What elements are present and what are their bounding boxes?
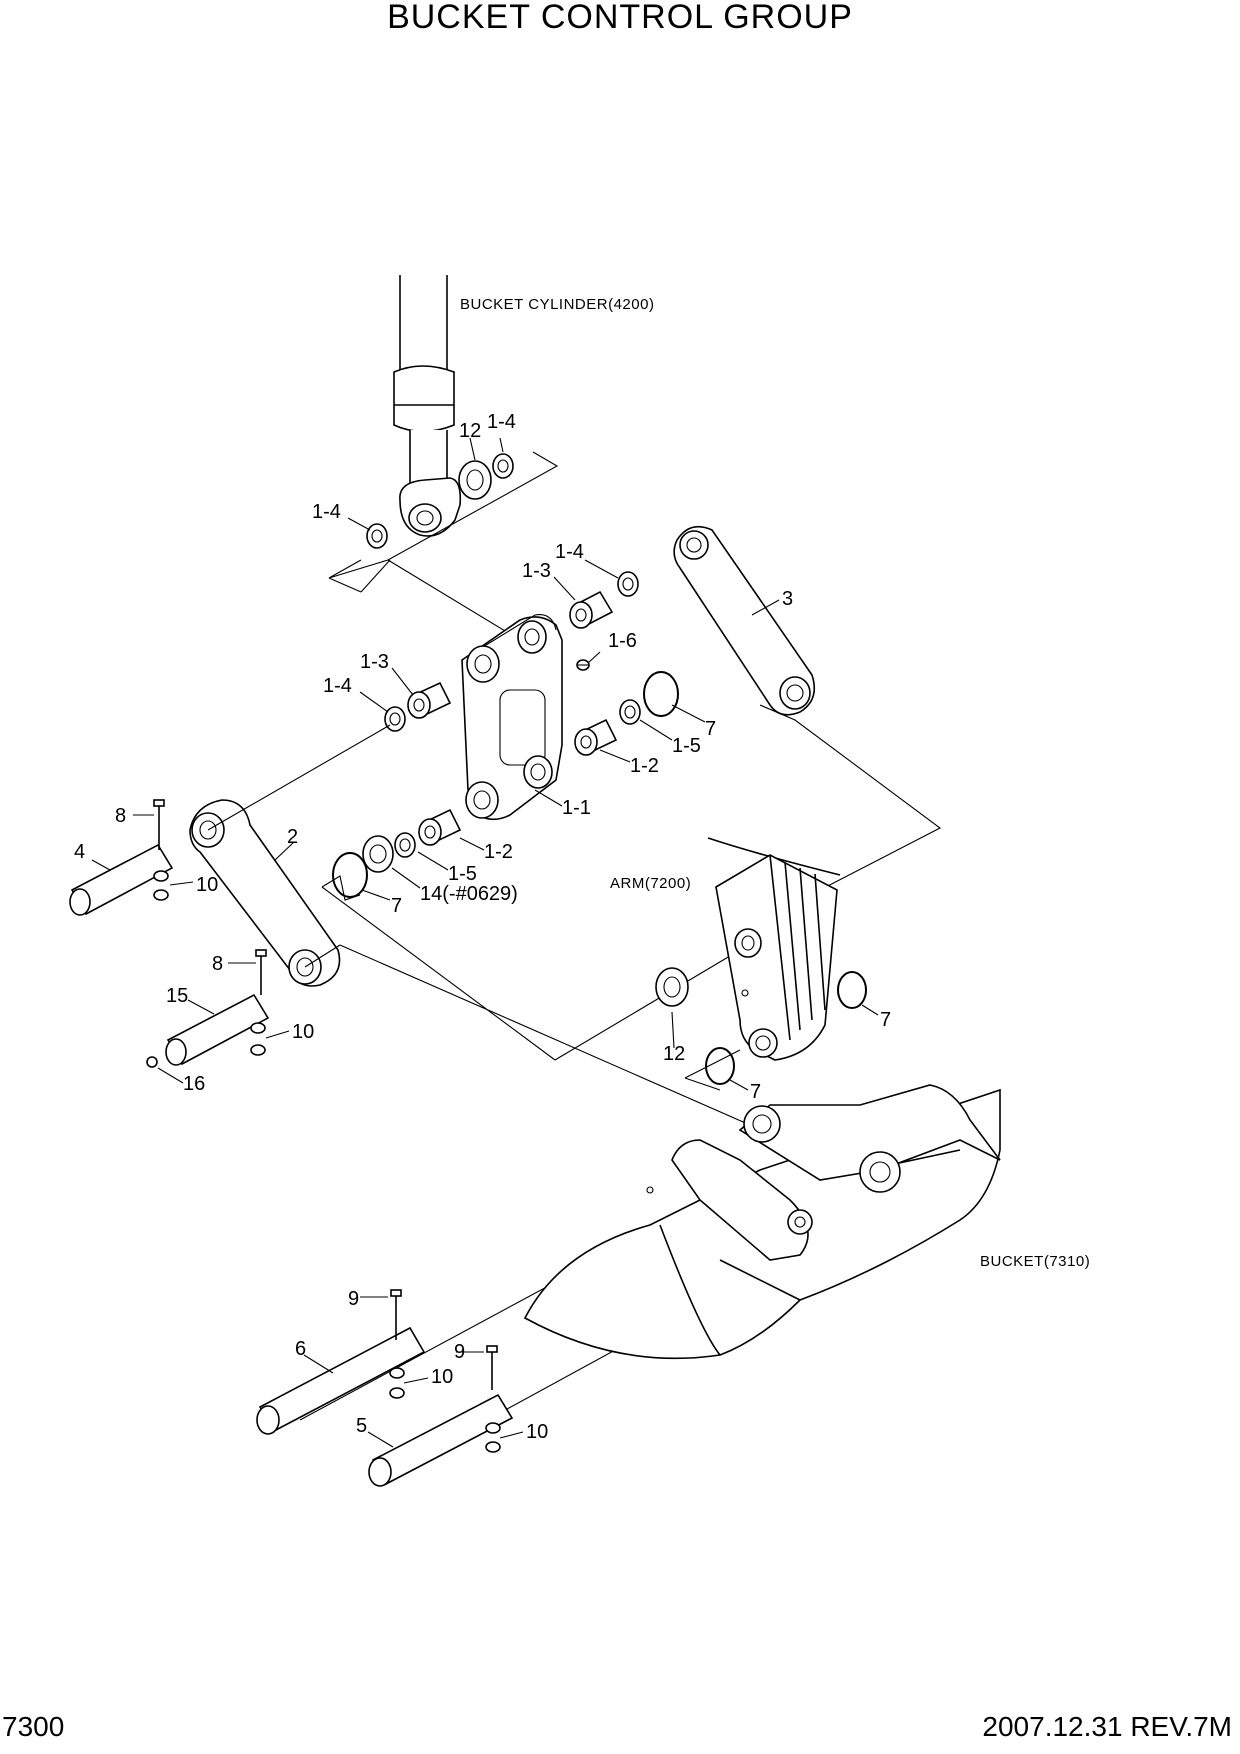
part-6-pin [256, 1326, 426, 1435]
part-16-grease-fitting [146, 1056, 158, 1068]
callout-1-1: 1-1 [562, 797, 591, 819]
ref-bucket: BUCKET(7310) [980, 1253, 1090, 1270]
part-15-pin [165, 993, 270, 1066]
callout-labels: 12 1-4 1-4 1-4 1-3 1-6 3 1-3 1-4 7 1-5 1… [74, 411, 891, 1443]
callout-1-3-left: 1-3 [360, 651, 389, 673]
part-1-4-ring-left2 [384, 706, 406, 732]
callout-12-arm: 12 [663, 1043, 685, 1065]
ref-arm: ARM(7200) [610, 875, 691, 892]
callout-8-top: 8 [115, 805, 126, 827]
part-1-5-ring-right [619, 699, 641, 725]
callout-1-4-mid: 1-4 [555, 541, 584, 563]
callout-1-4-left: 1-4 [312, 501, 341, 523]
part-1-6-grease-fitting [576, 659, 590, 671]
callout-7-arm-bottom: 7 [750, 1081, 761, 1103]
bucket [523, 1084, 1001, 1360]
part-1-5-ring-lower [394, 832, 416, 858]
part-14-shim [362, 835, 394, 873]
part-9-bolt-right [486, 1345, 498, 1390]
callout-8-mid: 8 [212, 953, 223, 975]
part-8-bolt-mid [255, 949, 267, 995]
part-7-oring-right [643, 671, 679, 717]
callout-10-bl: 10 [431, 1366, 453, 1388]
callout-1-4-top: 1-4 [487, 411, 516, 433]
part-12-washer-arm [655, 967, 689, 1007]
part-7-oring-left [332, 852, 368, 898]
part-10-nut-mid [250, 1022, 266, 1056]
part-10-nut-br [485, 1422, 501, 1453]
callout-3: 3 [782, 588, 793, 610]
part-1-2-bushing-lower [418, 808, 462, 846]
callout-9-left: 9 [348, 1288, 359, 1310]
part-3-rod-link [673, 525, 816, 716]
callout-5: 5 [356, 1415, 367, 1437]
callout-4: 4 [74, 841, 85, 863]
callout-9-right: 9 [454, 1341, 465, 1363]
callout-7-left: 7 [391, 895, 402, 917]
callout-14: 14(-#0629) [420, 883, 518, 905]
callout-12-top: 12 [459, 420, 481, 442]
callout-leaders [91, 437, 879, 1448]
callout-1-2-lower: 1-2 [484, 841, 513, 863]
part-10-nut-bl [389, 1367, 405, 1399]
cylinder-pin-guide [328, 451, 559, 641]
revision-date: 2007.12.31 REV.7M [982, 1711, 1232, 1742]
ref-bucket-cylinder: BUCKET CYLINDER(4200) [460, 296, 654, 313]
callout-7-right: 7 [705, 718, 716, 740]
callout-1-2-right: 1-2 [630, 755, 659, 777]
part-7-oring-arm-bottom [705, 1047, 735, 1085]
callout-1-5-right: 1-5 [672, 735, 701, 757]
callout-10-top: 10 [196, 874, 218, 896]
assembly-guide-lines [207, 704, 942, 1474]
part-1-4-ring-left [366, 523, 388, 549]
part-1-2-bushing-right [574, 718, 618, 756]
callout-10-mid: 10 [292, 1021, 314, 1043]
part-1-4-ring-mid [617, 571, 639, 597]
callout-1-3-mid: 1-3 [522, 560, 551, 582]
callout-2: 2 [287, 826, 298, 848]
callout-10-br: 10 [526, 1421, 548, 1443]
callout-6: 6 [295, 1338, 306, 1360]
part-1-3-bushing-left [407, 681, 452, 719]
callout-7-arm-right: 7 [880, 1009, 891, 1031]
part-5-pin [368, 1393, 514, 1487]
callout-16: 16 [183, 1073, 205, 1095]
part-9-bolt-left [390, 1289, 402, 1340]
callout-1-6: 1-6 [608, 630, 637, 652]
part-1-1-link [461, 614, 563, 821]
bucket-cylinder [393, 275, 462, 537]
part-12-washer-top [458, 460, 492, 500]
page-title: BUCKET CONTROL GROUP [387, 0, 853, 36]
part-4-pin [69, 843, 174, 916]
part-8-bolt-top [153, 799, 165, 850]
page-number: 7300 [2, 1711, 65, 1742]
part-10-nut-top [153, 870, 169, 901]
part-2-side-link [189, 799, 341, 987]
part-7-oring-arm-right [837, 971, 867, 1009]
arm-end [707, 837, 841, 1061]
callout-1-5-lower: 1-5 [448, 863, 477, 885]
part-1-3-bushing-mid [569, 590, 614, 629]
part-1-4-ring-top [492, 453, 514, 479]
callout-1-4-left2: 1-4 [323, 675, 352, 697]
callout-15: 15 [166, 985, 188, 1007]
